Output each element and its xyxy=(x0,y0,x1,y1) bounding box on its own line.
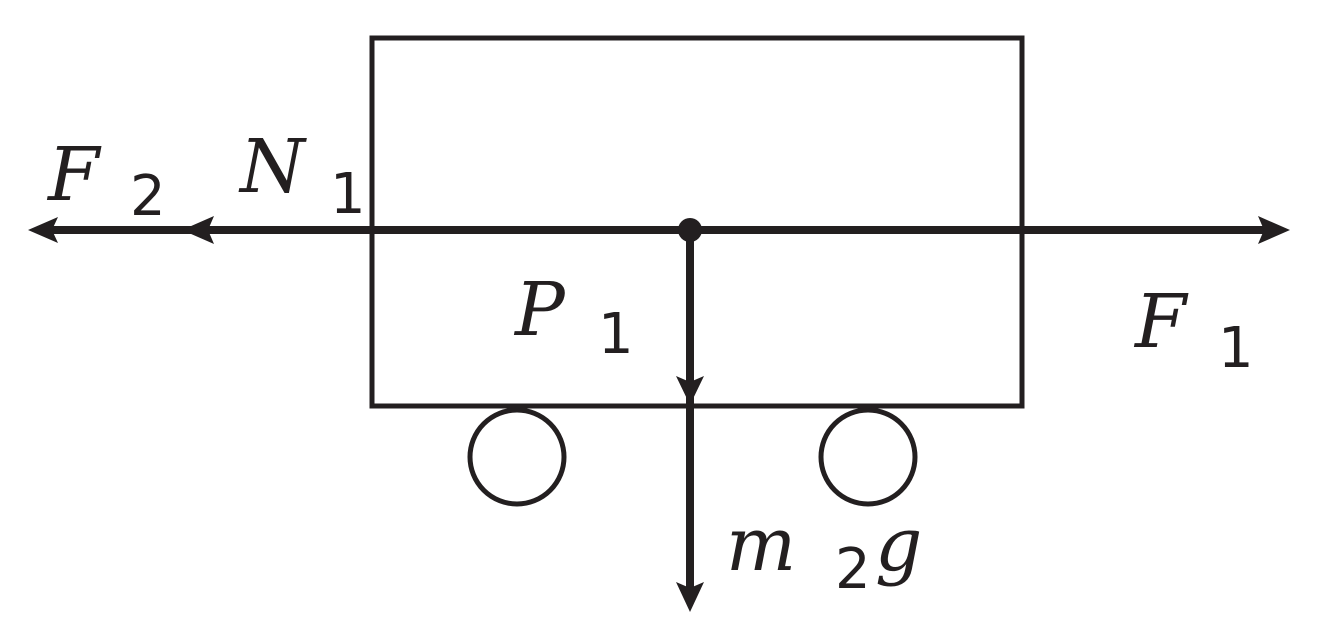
label-p1: P xyxy=(513,267,566,353)
right-wheel xyxy=(818,407,918,507)
cart-body xyxy=(369,35,1025,409)
label-m2g: m xyxy=(726,502,796,588)
m2g-arrowhead xyxy=(676,582,704,612)
label-f1-subscript: 1 xyxy=(1218,316,1254,381)
label-n1: N xyxy=(238,124,307,210)
f2-arrowhead xyxy=(28,217,58,243)
n1-arrowhead xyxy=(182,216,214,244)
center-point xyxy=(678,218,702,242)
f1-arrowhead xyxy=(1258,216,1290,244)
label-m2g-suffix: g xyxy=(875,502,922,588)
label-n1-subscript: 1 xyxy=(330,162,366,227)
label-m2g-subscript: 2 xyxy=(835,537,871,602)
label-p1-subscript: 1 xyxy=(598,302,634,367)
left-wheel xyxy=(467,407,567,507)
label-f1: F xyxy=(1133,279,1189,365)
label-f2: F xyxy=(46,132,102,218)
label-f2-subscript: 2 xyxy=(130,164,166,229)
p1-arrowhead xyxy=(676,376,704,405)
